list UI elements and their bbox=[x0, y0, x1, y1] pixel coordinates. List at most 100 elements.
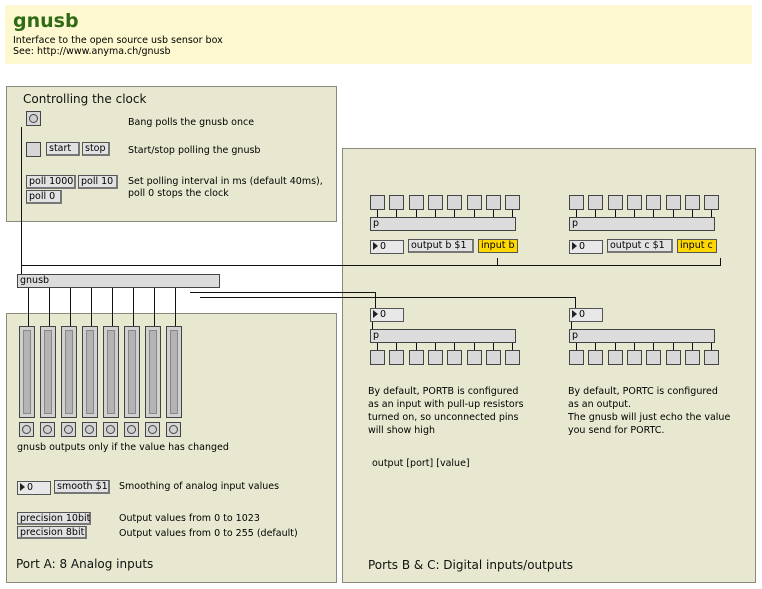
portb-in-input-label: input b bbox=[478, 239, 518, 253]
portb-in-toggle-wire bbox=[493, 210, 494, 217]
analog-slider-6[interactable] bbox=[145, 326, 161, 418]
portb-in-toggle-2[interactable] bbox=[409, 195, 424, 210]
poll-description-line2: poll 0 stops the clock bbox=[128, 188, 229, 199]
poll-0-message[interactable]: poll 0 bbox=[26, 190, 62, 204]
analog-change-bang-6[interactable] bbox=[145, 422, 160, 437]
portb-in-number-value: 0 bbox=[380, 241, 387, 252]
portb-out-bit-5[interactable] bbox=[467, 350, 482, 365]
poll-bang-button[interactable] bbox=[26, 111, 41, 126]
portb-out-bit-wire bbox=[416, 343, 417, 350]
portc-out-bit-6[interactable] bbox=[685, 350, 700, 365]
portc-in-toggle-wire bbox=[595, 210, 596, 217]
portc-in-toggle-4[interactable] bbox=[646, 195, 661, 210]
analog-change-bang-1[interactable] bbox=[40, 422, 55, 437]
portc-in-toggle-wire bbox=[711, 210, 712, 217]
portc-out-bit-5[interactable] bbox=[666, 350, 681, 365]
portb-out-bit-wire bbox=[377, 343, 378, 350]
portb-out-p-object[interactable]: p bbox=[370, 329, 516, 343]
portb-out-bit-0[interactable] bbox=[370, 350, 385, 365]
wire-to-input-c bbox=[720, 258, 721, 266]
analog-slider-3[interactable] bbox=[82, 326, 98, 418]
analog-change-bang-3[interactable] bbox=[82, 422, 97, 437]
portc-in-toggle-wire bbox=[615, 210, 616, 217]
portc-out-bit-1[interactable] bbox=[588, 350, 603, 365]
portb-out-bit-3[interactable] bbox=[428, 350, 443, 365]
gnusb-object[interactable]: gnusb bbox=[17, 274, 220, 288]
portb-in-toggle-7[interactable] bbox=[505, 195, 520, 210]
portb-in-toggle-6[interactable] bbox=[486, 195, 501, 210]
gnusb-outlet-wire bbox=[133, 288, 134, 326]
portb-in-toggle-wire bbox=[454, 210, 455, 217]
portc-in-p-object[interactable]: p bbox=[569, 217, 715, 231]
portb-out-bit-wire bbox=[454, 343, 455, 350]
portc-in-output-message[interactable]: output c $1 bbox=[607, 239, 673, 253]
analog-change-bang-5[interactable] bbox=[124, 422, 139, 437]
analog-slider-5[interactable] bbox=[124, 326, 140, 418]
portb-in-toggle-4[interactable] bbox=[447, 195, 462, 210]
portb-out-bit-4[interactable] bbox=[447, 350, 462, 365]
portc-out-bit-0[interactable] bbox=[569, 350, 584, 365]
portb-out-number-box[interactable]: 0 bbox=[370, 308, 404, 322]
page-title: gnusb bbox=[13, 10, 79, 32]
gnusb-outlet-wire bbox=[112, 288, 113, 326]
precision-10bit-message[interactable]: precision 10bit bbox=[17, 512, 91, 525]
portb-in-number-box[interactable]: 0 bbox=[370, 240, 404, 254]
portc-in-toggle-1[interactable] bbox=[588, 195, 603, 210]
portc-out-bit-4[interactable] bbox=[646, 350, 661, 365]
portc-in-toggle-0[interactable] bbox=[569, 195, 584, 210]
portb-in-toggle-1[interactable] bbox=[389, 195, 404, 210]
portc-out-bit-7[interactable] bbox=[704, 350, 719, 365]
analog-change-bang-4[interactable] bbox=[103, 422, 118, 437]
analog-slider-1[interactable] bbox=[40, 326, 56, 418]
portb-in-toggle-wire bbox=[416, 210, 417, 217]
portb-out-bit-2[interactable] bbox=[409, 350, 424, 365]
smooth-description: Smoothing of analog input values bbox=[119, 481, 280, 492]
start-message[interactable]: start bbox=[46, 142, 80, 156]
portc-out-bit-2[interactable] bbox=[608, 350, 623, 365]
portb-out-bit-7[interactable] bbox=[505, 350, 520, 365]
analog-change-bang-0[interactable] bbox=[19, 422, 34, 437]
smooth-message[interactable]: smooth $1 bbox=[54, 480, 110, 494]
gnusb-object-label: gnusb bbox=[20, 275, 50, 286]
portc-in-input-label: input c bbox=[677, 239, 717, 253]
portc-in-toggle-6[interactable] bbox=[685, 195, 700, 210]
poll-1000-message[interactable]: poll 1000 bbox=[26, 175, 76, 189]
portc-in-toggle-7[interactable] bbox=[704, 195, 719, 210]
portc-in-toggle-3[interactable] bbox=[627, 195, 642, 210]
page-link[interactable]: See: http://www.anyma.ch/gnusb bbox=[13, 46, 171, 57]
portb-in-toggle-wire bbox=[512, 210, 513, 217]
portc-out-p-object[interactable]: p bbox=[569, 329, 715, 343]
portc-in-toggle-wire bbox=[673, 210, 674, 217]
portb-in-toggle-3[interactable] bbox=[428, 195, 443, 210]
portc-in-toggle-wire bbox=[692, 210, 693, 217]
portb-out-bit-6[interactable] bbox=[486, 350, 501, 365]
smooth-number-box[interactable]: 0 bbox=[17, 481, 51, 495]
analog-slider-0[interactable] bbox=[19, 326, 35, 418]
wire-portc-v bbox=[575, 297, 576, 308]
precision-8bit-description: Output values from 0 to 255 (default) bbox=[119, 528, 298, 539]
portb-out-bit-wire bbox=[493, 343, 494, 350]
portb-out-bit-1[interactable] bbox=[389, 350, 404, 365]
portc-note-line1: By default, PORTC is configured bbox=[568, 386, 718, 397]
analog-slider-2[interactable] bbox=[61, 326, 77, 418]
polling-toggle[interactable] bbox=[26, 142, 41, 157]
analog-change-bang-2[interactable] bbox=[61, 422, 76, 437]
portb-in-toggle-0[interactable] bbox=[370, 195, 385, 210]
portc-in-toggle-2[interactable] bbox=[608, 195, 623, 210]
analog-slider-7[interactable] bbox=[166, 326, 182, 418]
startstop-description: Start/stop polling the gnusb bbox=[128, 145, 261, 156]
analog-slider-4[interactable] bbox=[103, 326, 119, 418]
portc-in-toggle-5[interactable] bbox=[666, 195, 681, 210]
analog-change-bang-7[interactable] bbox=[166, 422, 181, 437]
portb-in-output-message[interactable]: output b $1 bbox=[408, 239, 474, 253]
precision-8bit-message[interactable]: precision 8bit bbox=[17, 526, 87, 539]
portc-out-bit-3[interactable] bbox=[627, 350, 642, 365]
portc-in-number-box[interactable]: 0 bbox=[569, 240, 603, 254]
portb-in-p-object[interactable]: p bbox=[370, 217, 516, 231]
stop-message[interactable]: stop bbox=[82, 142, 110, 156]
gnusb-outlet-wire bbox=[49, 288, 50, 326]
wire-to-input-b bbox=[497, 258, 498, 266]
portb-in-toggle-5[interactable] bbox=[467, 195, 482, 210]
portc-out-number-box[interactable]: 0 bbox=[569, 308, 603, 322]
poll-10-message[interactable]: poll 10 bbox=[78, 175, 118, 189]
